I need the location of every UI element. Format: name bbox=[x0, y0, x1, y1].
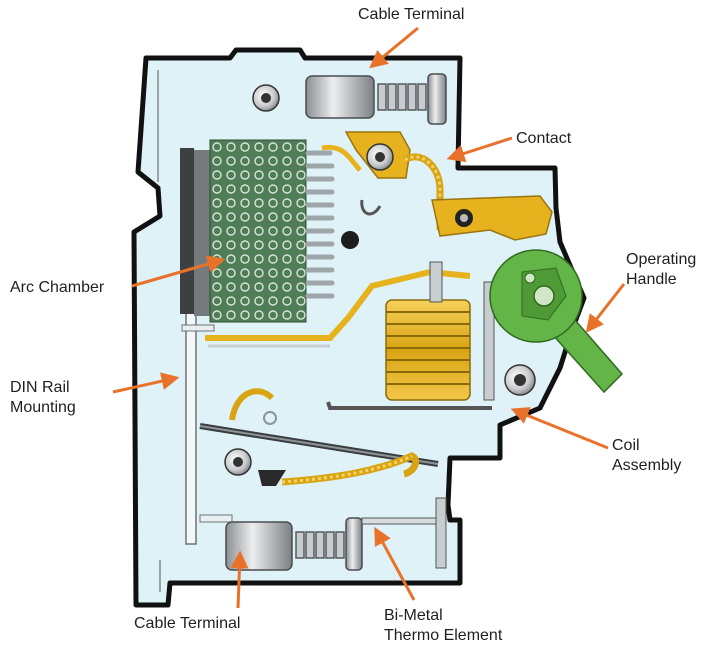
cable-terminal-bottom bbox=[225, 497, 447, 571]
label-cable-terminal-top: Cable Terminal bbox=[358, 6, 464, 23]
label-operating-handle-2: Handle bbox=[626, 271, 677, 288]
label-contact: Contact bbox=[516, 130, 572, 147]
bimetal-thermo-element bbox=[199, 388, 439, 486]
label-bimetal-2: Thermo Element bbox=[384, 627, 503, 644]
callout-arrows bbox=[112, 26, 626, 609]
pivot-pin bbox=[341, 231, 359, 249]
label-din-rail-1: DIN Rail bbox=[10, 379, 70, 396]
label-coil-assembly-1: Coil bbox=[612, 437, 640, 454]
callout-labels: Cable Terminal Contact Operating Handle … bbox=[10, 6, 696, 644]
label-arc-chamber: Arc Chamber bbox=[10, 279, 105, 296]
cable-terminal-top bbox=[252, 73, 447, 125]
label-coil-assembly-2: Assembly bbox=[612, 457, 681, 474]
operating-handle bbox=[489, 249, 624, 394]
label-din-rail-2: Mounting bbox=[10, 399, 76, 416]
label-bimetal-1: Bi-Metal bbox=[384, 607, 443, 624]
label-operating-handle-1: Operating bbox=[626, 251, 696, 268]
contact-assembly bbox=[321, 131, 553, 241]
label-cable-terminal-bottom: Cable Terminal bbox=[134, 615, 240, 632]
coil-assembly bbox=[326, 261, 536, 410]
arc-chamber bbox=[180, 139, 335, 323]
